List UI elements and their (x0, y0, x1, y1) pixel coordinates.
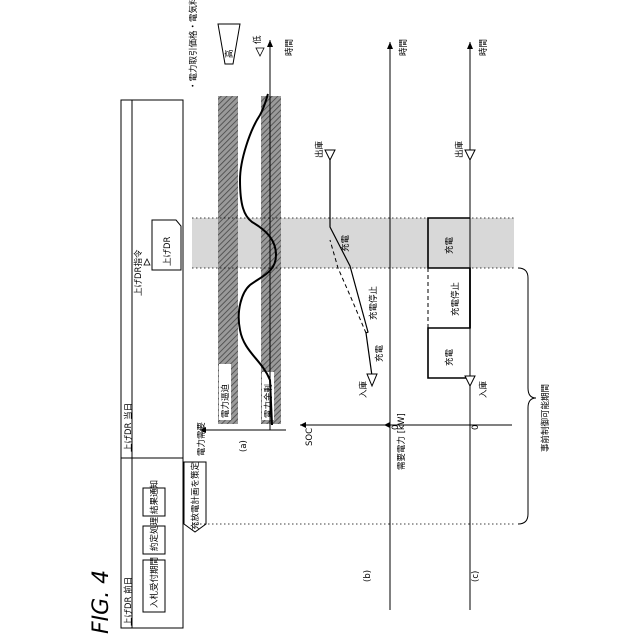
band-shortage-label: 電力逼迫 (220, 383, 231, 418)
phase-same-day: 上げDR 当日 (123, 403, 134, 452)
price-legend: 高 低 ・電力取引価格・電気料金 (188, 0, 264, 90)
figure-label: FIG. 4 (89, 570, 114, 634)
depart-marker-b (325, 150, 335, 160)
depart-marker-c (465, 150, 475, 160)
phase-dr-command: 上げDR指令 (133, 249, 144, 296)
panel-c-label: (c) (471, 571, 481, 582)
panel-a-label: (a) (239, 440, 249, 452)
panel-c-axis-label: 需要電力 [kW] (396, 413, 407, 470)
panel-b-axis-label: SOC (305, 428, 315, 446)
bid-box: 入札受付期間 (143, 557, 165, 612)
svg-text:低: 低 (252, 35, 263, 44)
panel-a-time-label: 時間 (285, 39, 295, 56)
dr-box: 上げDR (152, 220, 181, 270)
arrive-marker-c (465, 376, 475, 386)
depart-label-c: 出庫 (454, 140, 465, 158)
svg-text:約定処理: 約定処理 (149, 516, 160, 551)
panel-b-label: (b) (363, 570, 373, 582)
dr-command-window (192, 218, 514, 268)
svg-text:上げDR: 上げDR (163, 236, 173, 266)
result-box: 結果通知 (143, 480, 165, 516)
period-label: 事前制御可能期間 (540, 384, 551, 452)
svg-text:・電力取引価格・電気料金: ・電力取引価格・電気料金 (188, 0, 199, 90)
charge1-label-c: 充電 (444, 348, 455, 366)
panel-a-axis-label: 電力需要 (196, 421, 207, 456)
panel-b-time-label: 時間 (399, 39, 409, 56)
arrive-label-c: 入庫 (478, 380, 489, 398)
contract-box: 約定処理 (143, 516, 165, 554)
phase-prev-day: 上げDR 前日 (123, 577, 134, 626)
charge2-label-c: 充電 (444, 236, 455, 254)
panel-c-zero: 0 (471, 425, 481, 430)
charge1-label-b: 充電 (374, 344, 385, 362)
depart-label-b: 出庫 (314, 140, 325, 158)
plan-box: 充放電計画を策定 (184, 461, 206, 532)
period-bracket (518, 268, 536, 524)
svg-text:高: 高 (224, 49, 235, 58)
svg-text:入札受付期間: 入札受付期間 (149, 557, 160, 608)
charge2-label-b: 充電 (340, 234, 351, 252)
svg-text:結果通知: 結果通知 (149, 480, 160, 514)
stop-label-c: 充電停止 (450, 281, 461, 316)
stop-label-b: 充電停止 (368, 285, 379, 320)
panel-c-time-label: 時間 (479, 39, 489, 56)
svg-text:充放電計画を策定: 充放電計画を策定 (190, 461, 201, 530)
arrive-label-b: 入庫 (358, 380, 369, 398)
